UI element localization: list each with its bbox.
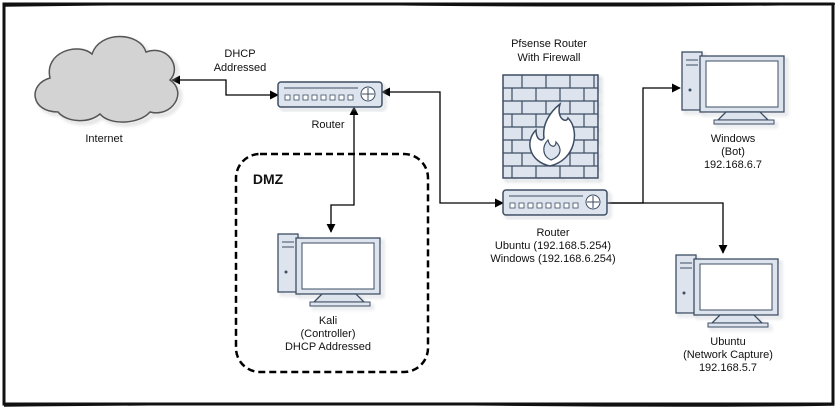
windows-label-line3: 192.168.6.7 — [704, 159, 762, 171]
dhcp-label-line2: Addressed — [214, 62, 267, 74]
ubuntu-label-line3: 192.168.5.7 — [699, 362, 757, 374]
dmz-label: DMZ — [253, 171, 284, 187]
dmz-zone — [234, 152, 430, 374]
desktop-computer-icon-kali — [277, 233, 381, 307]
router-bottom-label-line2: Ubuntu (192.168.5.254) — [495, 240, 611, 252]
labels: DHCP Addressed Internet Router DMZ Kali … — [85, 38, 773, 374]
internet-to-router-link — [171, 75, 279, 100]
internet-label: Internet — [85, 133, 122, 145]
router-top-label: Router — [311, 119, 344, 131]
ubuntu-label-line2: (Network Capture) — [683, 349, 773, 361]
connections — [171, 75, 728, 254]
ubuntu-label-line1: Ubuntu — [710, 336, 745, 348]
router-to-kali-link — [326, 106, 359, 233]
dhcp-label-line1: DHCP — [224, 48, 255, 60]
firewall-icon — [502, 74, 599, 179]
router-icon-firewall — [502, 189, 608, 216]
windows-label-line1: Windows — [711, 133, 756, 145]
router-bottom-label-line1: Router — [536, 227, 569, 239]
kali-label-line3: DHCP Addressed — [285, 341, 371, 353]
router-icon-top — [277, 81, 383, 108]
kali-label-line2: (Controller) — [300, 328, 355, 340]
router-to-firewall-router-link — [381, 87, 504, 208]
desktop-computer-icon-windows — [681, 51, 785, 125]
cloud-icon — [34, 35, 179, 123]
firewall-router-to-ubuntu-link — [607, 202, 728, 254]
desktop-computer-icon-ubuntu — [675, 254, 779, 328]
kali-label-line1: Kali — [319, 315, 337, 327]
windows-label-line2: (Bot) — [721, 146, 745, 158]
router-bottom-label-line3: Windows (192.168.6.254) — [490, 253, 615, 265]
pfsense-label-line2: With Firewall — [518, 52, 581, 64]
firewall-router-to-windows-link — [607, 83, 681, 204]
pfsense-label-line1: Pfsense Router — [511, 38, 587, 50]
